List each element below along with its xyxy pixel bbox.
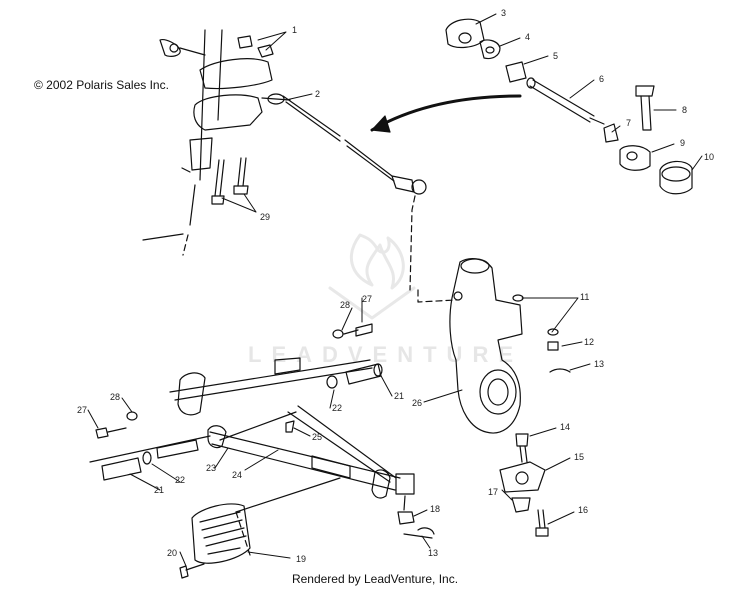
- assembly-arrow: [370, 94, 522, 132]
- callout-28a: 28: [340, 300, 350, 310]
- copyright-text: © 2002 Polaris Sales Inc.: [34, 78, 169, 92]
- knuckle-hardware: [499, 294, 571, 537]
- callout-25: 25: [312, 432, 322, 442]
- callout-3: 3: [501, 8, 506, 18]
- callout-22b: 22: [175, 475, 185, 485]
- a-arm: [89, 357, 415, 556]
- bushing-parts: [445, 18, 693, 195]
- callout-7: 7: [626, 118, 631, 128]
- callout-24: 24: [232, 470, 242, 480]
- spindle-knuckle: [417, 258, 523, 434]
- callout-11: 11: [580, 292, 589, 302]
- callout-1: 1: [292, 25, 297, 35]
- callout-17: 17: [488, 487, 498, 497]
- callout-4: 4: [525, 32, 530, 42]
- callout-19: 19: [296, 554, 306, 564]
- lower-hardware: [397, 511, 435, 539]
- callout-18: 18: [430, 504, 440, 514]
- leader-lines: [87, 13, 703, 567]
- callout-6: 6: [599, 74, 604, 84]
- callout-26: 26: [412, 398, 422, 408]
- watermark-logo: [328, 233, 416, 320]
- callout-21b: 21: [154, 485, 164, 495]
- callout-13b: 13: [428, 548, 438, 558]
- callout-12: 12: [584, 337, 594, 347]
- watermark-text: LEADVENTURE: [248, 342, 524, 367]
- callout-27b: 27: [77, 405, 87, 415]
- callout-27a: 27: [362, 294, 372, 304]
- callout-21a: 21: [394, 391, 404, 401]
- callout-13a: 13: [594, 359, 604, 369]
- callout-20: 20: [167, 548, 177, 558]
- callout-16: 16: [578, 505, 588, 515]
- steering-post: [142, 29, 274, 256]
- callout-2: 2: [315, 89, 320, 99]
- callout-29: 29: [260, 212, 270, 222]
- tie-rod: [261, 93, 427, 291]
- callout-5: 5: [553, 51, 558, 61]
- callout-23: 23: [206, 463, 216, 473]
- arm-bushings: [95, 323, 383, 481]
- callout-labels: 1 2 3 4 5 6 7 8 9 10 11 12 13 14 15 16 1…: [77, 8, 714, 564]
- callout-8: 8: [682, 105, 687, 115]
- callout-14: 14: [560, 422, 570, 432]
- footer-credit: Rendered by LeadVenture, Inc.: [291, 572, 459, 586]
- spindle-bolts: [211, 157, 249, 205]
- skid-plate: [179, 503, 251, 579]
- callout-15: 15: [574, 452, 584, 462]
- callout-9: 9: [680, 138, 685, 148]
- callout-22a: 22: [332, 403, 342, 413]
- callout-10: 10: [704, 152, 714, 162]
- callout-28b: 28: [110, 392, 120, 402]
